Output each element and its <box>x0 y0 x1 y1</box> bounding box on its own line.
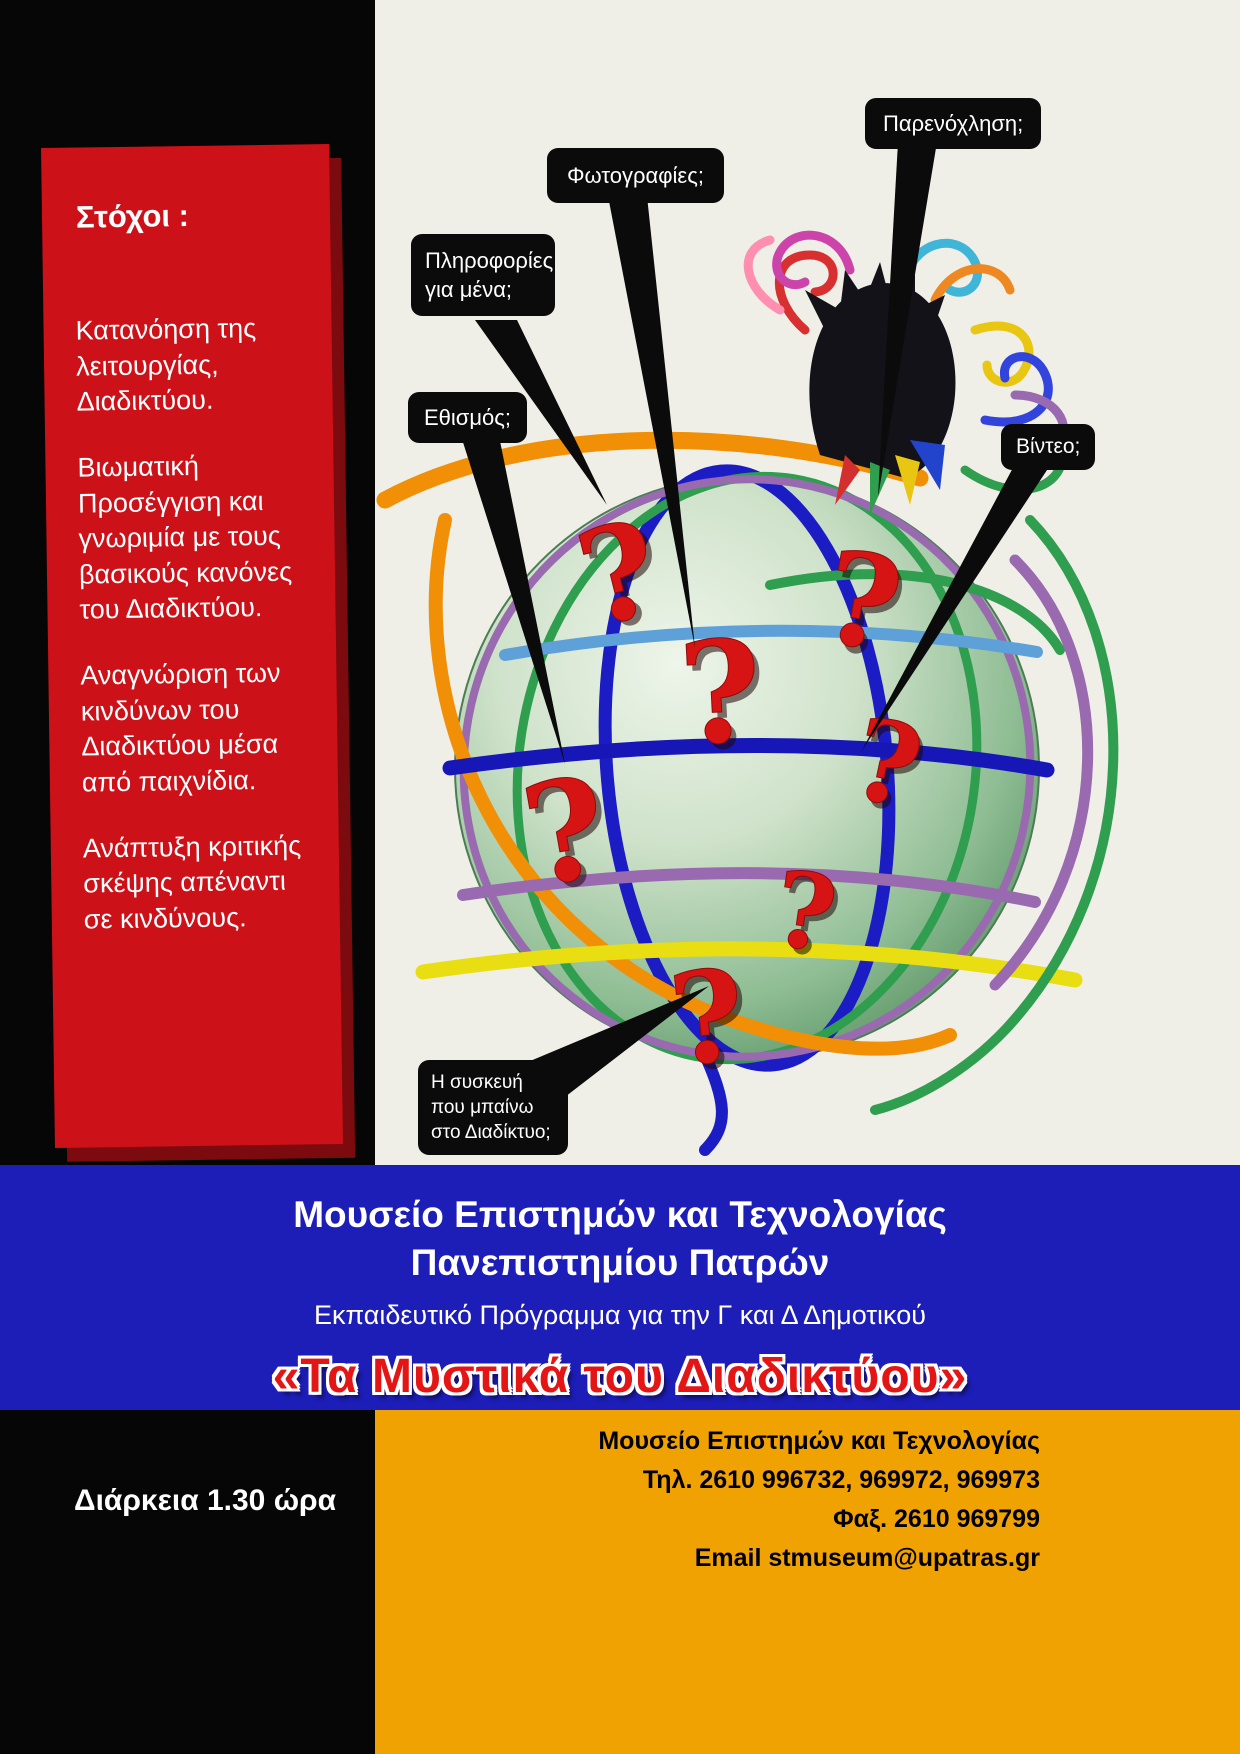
contact-email: Email stmuseum@upatras.gr <box>694 1544 1040 1572</box>
contact-phone: Τηλ. 2610 996732, 969972, 969973 <box>642 1466 1040 1494</box>
question-mark-shadow: ? <box>669 946 758 1101</box>
callout-tail <box>461 436 565 764</box>
goals-panel: Στόχοι : Κατανόηση της λειτουργίας, Διαδ… <box>41 144 343 1148</box>
callout-info: Πληροφορίες για μένα; <box>411 234 555 317</box>
left-black-column: Στόχοι : Κατανόηση της λειτουργίας, Διαδ… <box>0 0 375 1165</box>
globe-ribbons <box>376 431 1119 1156</box>
callout-tail <box>878 142 937 497</box>
goal-item: Βιωματική Προσέγγιση και γνωριμία με του… <box>77 450 293 625</box>
goal-item: Κατανόηση της λειτουργίας, Διαδικτύου. <box>75 313 257 417</box>
callout-tail <box>608 196 695 648</box>
banner-museum-line1: Μουσείο Επιστημών και Τεχνολογίας <box>293 1194 947 1235</box>
question-mark-shadow: ? <box>681 615 772 783</box>
contact-fax: Φαξ. 2610 969799 <box>833 1505 1040 1533</box>
question-marks: ? ? ? ? ? ? ? ? ? ? <box>511 490 936 1101</box>
callout-device: Η συσκευή που μπαίνω στο Διαδίκτυο; <box>418 1060 568 1156</box>
contact-name: Μουσείο Επιστημών και Τεχνολογίας <box>598 1427 1040 1455</box>
question-mark: ? <box>663 940 752 1095</box>
question-mark: ? <box>675 610 766 778</box>
callout-tail <box>861 464 1051 752</box>
callout-tail <box>523 986 709 1100</box>
callout-harassment: Παρενόχληση; <box>865 98 1042 150</box>
callout-photos: Φωτογραφίες; <box>547 148 724 204</box>
footer-contact: Μουσείο Επιστημών και Τεχνολογίας Τηλ. 2… <box>375 1410 1240 1754</box>
banner: Μουσείο Επιστημών και Τεχνολογίας Πανεπι… <box>0 1165 1240 1410</box>
banner-museum-line2: Πανεπιστημίου Πατρών <box>410 1242 830 1284</box>
duration-text: Διάρκεια 1.30 ώρα <box>74 1484 337 1517</box>
poster-title: «Τα Μυστικά του Διαδικτύου» <box>272 1349 968 1403</box>
callout-addiction: Εθισμός; <box>408 392 528 444</box>
callout-video: Βίντεο; <box>1001 424 1096 470</box>
globe-illustration: ? ? ? ? ? ? ? ? ? ? <box>376 142 1119 1156</box>
goals-title: Στόχοι : <box>75 198 190 235</box>
goal-item: Ανάπτυξη κριτικής σκέψης απέναντι σε κιν… <box>82 829 302 935</box>
callout-tail <box>475 320 607 505</box>
footer-left: Διάρκεια 1.30 ώρα <box>0 1410 375 1754</box>
goal-item: Αναγνώριση των κινδύνων του Διαδικτύου μ… <box>80 657 281 798</box>
illustration-area: ? ? ? ? ? ? ? ? ? ? <box>375 0 1240 1165</box>
banner-program: Εκπαιδευτικό Πρόγραμμα για την Γ και Δ Δ… <box>314 1299 926 1330</box>
callout-tails <box>461 142 1051 1100</box>
